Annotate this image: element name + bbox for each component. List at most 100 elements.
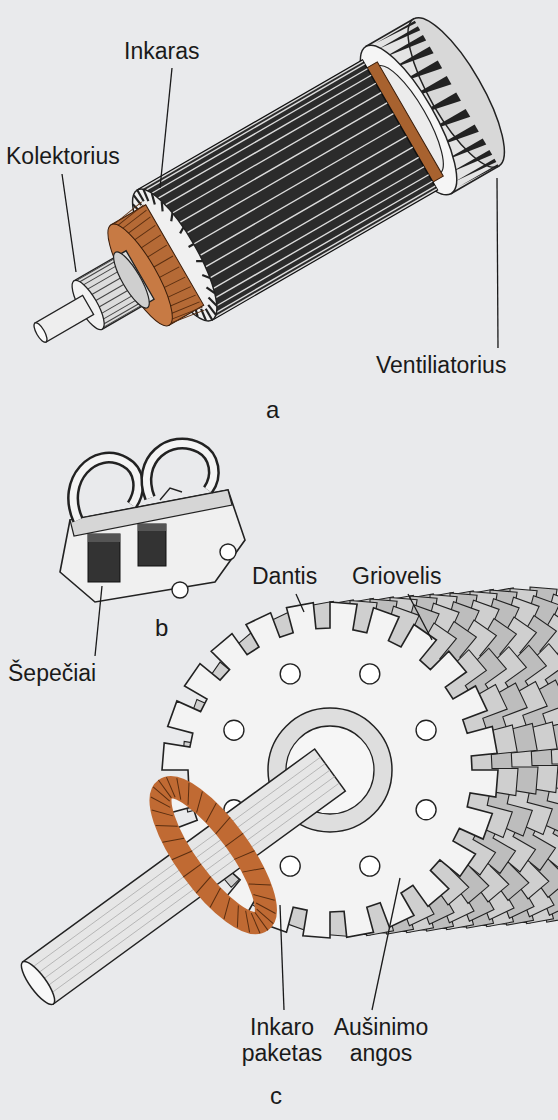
armature-pack-drawing — [23, 749, 346, 1004]
winding-wire — [152, 802, 173, 824]
brush-holder-drawing — [73, 458, 138, 520]
figure-letter: b — [155, 614, 185, 642]
core-slot — [216, 175, 429, 298]
core-slot — [158, 75, 371, 198]
winding-wire — [162, 831, 184, 850]
ring-notch — [178, 228, 185, 234]
winding-wire — [234, 847, 254, 864]
core-slot — [213, 167, 424, 289]
winding-wire — [153, 784, 170, 804]
shaft-shading — [29, 757, 321, 970]
cooling-hole — [224, 720, 244, 740]
brush-holder-drawing — [146, 443, 213, 498]
winding-wire — [225, 833, 243, 846]
winding-wire — [156, 815, 178, 836]
commutator-segment — [100, 301, 143, 326]
figure-letter: c — [270, 1082, 300, 1110]
ring-notch — [137, 190, 144, 201]
core-slot — [215, 189, 437, 317]
ring-notch — [168, 213, 176, 221]
brush-holder-drawing — [160, 488, 182, 500]
ring-notch — [189, 244, 194, 247]
leader-line — [62, 68, 498, 1010]
brush-holder-drawing — [88, 534, 120, 582]
shaft-shading — [38, 770, 330, 983]
winding-wire — [162, 777, 179, 797]
winding-wire — [255, 913, 268, 931]
core-slot — [172, 93, 381, 213]
winding-wire — [213, 817, 233, 834]
cooling-hole — [360, 664, 380, 684]
part-label: Kolektorius — [6, 143, 136, 169]
part-label: Inkaras — [124, 38, 234, 64]
commutator-segment — [102, 303, 145, 328]
brush-holder-drawing — [138, 524, 166, 566]
brush-holder-drawing — [88, 534, 120, 542]
winding-wire — [200, 803, 222, 822]
cooling-hole — [416, 720, 436, 740]
winding-wire — [169, 778, 188, 800]
ring-notch — [196, 258, 203, 264]
core-slot — [216, 186, 435, 312]
winding-wire — [238, 911, 257, 933]
winding-wire — [189, 791, 211, 812]
brush-holder-drawing — [138, 524, 166, 531]
ring-notch — [206, 285, 214, 295]
brush-holder-drawing — [172, 582, 188, 598]
core-slot — [200, 136, 406, 255]
ring-notch — [206, 309, 213, 320]
core-slot — [152, 69, 368, 194]
brush-holder-drawing — [60, 443, 245, 602]
winding-wire — [247, 913, 264, 933]
winding-wire — [257, 906, 274, 926]
fan-blade — [456, 159, 497, 185]
armature-drawing — [0, 6, 521, 408]
leader-line — [296, 594, 304, 612]
ring-notch — [158, 201, 166, 211]
leader-line — [408, 594, 432, 640]
winding-wire — [249, 874, 271, 895]
armature-pack-drawing — [29, 757, 340, 996]
winding-wire — [183, 864, 201, 877]
leader-line — [160, 68, 172, 188]
cooling-hole — [280, 664, 300, 684]
armature-drawing — [108, 248, 156, 312]
core-slot — [187, 114, 393, 233]
winding-wire — [193, 877, 213, 894]
winding-wire — [242, 860, 264, 879]
winding-wire — [204, 888, 226, 907]
part-label: Šepečiai — [8, 660, 118, 686]
leader-line — [372, 878, 400, 1010]
core-slot — [217, 181, 433, 306]
core-slot — [141, 61, 363, 189]
armature-pack-drawing — [16, 957, 60, 1008]
ring-notch — [149, 193, 157, 204]
armature-pack-drawing — [144, 774, 283, 937]
commutator-segment — [76, 259, 119, 284]
ring-notch — [202, 272, 210, 280]
armature-drawing — [32, 321, 50, 344]
leader-line — [280, 905, 284, 1010]
winding-wire — [170, 305, 204, 328]
winding-wire — [253, 886, 274, 908]
leader-line — [95, 586, 102, 656]
core-slot — [180, 103, 387, 223]
leader-line — [62, 174, 76, 272]
cooling-hole — [416, 800, 436, 820]
part-label: Aušinimo angos — [328, 1014, 434, 1067]
leader-line — [497, 178, 498, 348]
cooling-hole — [280, 856, 300, 876]
winding-wire — [178, 783, 199, 805]
part-label: Ventiliatorius — [376, 352, 552, 378]
winding-wire — [216, 898, 238, 919]
brush-holder-drawing — [146, 443, 213, 498]
core-slot — [146, 64, 365, 190]
winding-wire — [256, 897, 275, 919]
winding-wire — [111, 202, 145, 225]
fan-blade — [459, 164, 499, 188]
part-label: Griovelis — [352, 563, 462, 589]
brush-holder-drawing — [220, 544, 236, 560]
figure-letter: a — [266, 396, 296, 424]
core-slot — [205, 147, 412, 267]
